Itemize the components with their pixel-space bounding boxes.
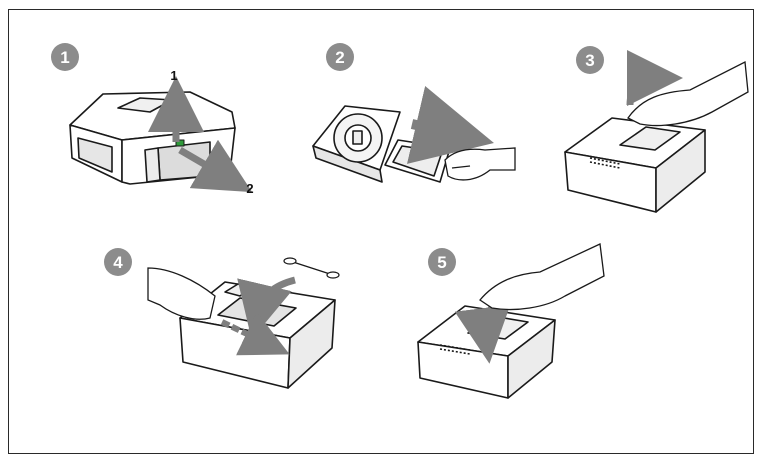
step-3-lift-arrow: [626, 50, 683, 107]
step-2-badge: 2: [326, 43, 354, 71]
step-5-badge: 5: [428, 248, 456, 276]
step-1-label-1: 1: [170, 68, 177, 83]
step-5-number: 5: [437, 253, 446, 272]
step-4-insert-arrow: [237, 276, 296, 340]
step-1-number: 1: [60, 48, 69, 67]
step-5: 5: [417, 243, 605, 399]
step-3: 3: [564, 46, 749, 213]
step-1: 1 1 2: [51, 43, 254, 196]
step-4: 4: [104, 248, 340, 389]
step-3-number: 3: [585, 51, 594, 70]
step-4-badge: 4: [104, 248, 132, 276]
step-2-number: 2: [335, 48, 344, 67]
step-5-hand: [479, 243, 605, 311]
step-2: 2: [312, 43, 516, 183]
step-1-label-2: 2: [246, 181, 253, 196]
step-4-wipe-arrow: [220, 311, 290, 356]
step-4-number: 4: [113, 253, 123, 272]
step-2-pull-arrow: [406, 85, 494, 164]
ink-cartridge-removal: [312, 105, 451, 183]
step-1-out-arrow: [178, 139, 253, 193]
step-3-badge: 3: [576, 46, 604, 74]
step-3-hand: [627, 60, 749, 127]
step-1-badge: 1: [51, 43, 79, 71]
step-4-hand: [147, 267, 216, 320]
printer-lid-lift: [564, 117, 706, 213]
cotton-swab: [283, 257, 340, 279]
step-2-hand: [444, 147, 516, 181]
